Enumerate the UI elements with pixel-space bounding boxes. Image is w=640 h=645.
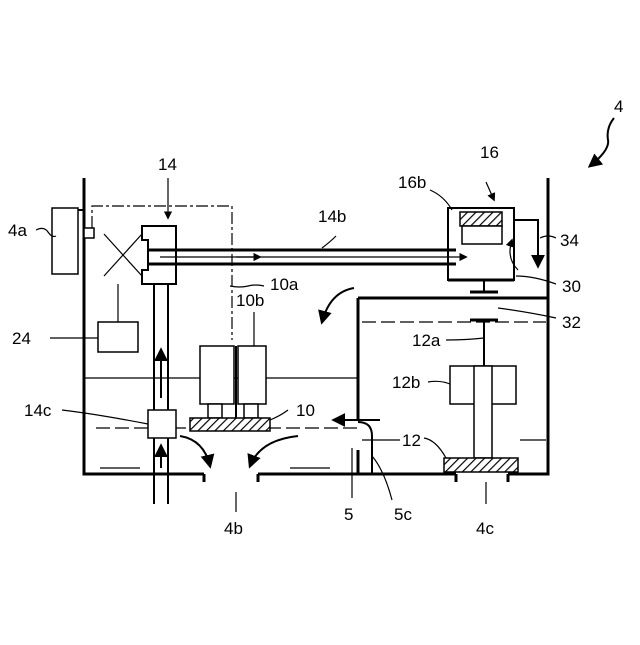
label-4b: 4b (224, 519, 243, 538)
label-12: 12 (402, 431, 421, 450)
label-4c: 4c (476, 519, 494, 538)
head-16 (448, 208, 538, 280)
label-10: 10 (296, 401, 315, 420)
pipe-14b (148, 250, 466, 264)
label-12b: 12b (392, 373, 420, 392)
label-5c: 5c (394, 505, 412, 524)
label-14c: 14c (24, 401, 52, 420)
label-16: 16 (480, 143, 499, 162)
reference-labels: 4 4a 14 14b 16 16b 34 10a 10b 30 32 24 1… (8, 97, 623, 538)
label-10a: 10a (270, 275, 299, 294)
label-5: 5 (344, 505, 353, 524)
tank-pointer-arrow (590, 118, 614, 166)
label-32: 32 (562, 313, 581, 332)
label-14: 14 (158, 155, 177, 174)
label-4: 4 (614, 97, 623, 116)
label-12a: 12a (412, 331, 441, 350)
label-34: 34 (560, 231, 579, 250)
vent-4a (52, 208, 94, 274)
label-30: 30 (562, 277, 581, 296)
label-4a: 4a (8, 221, 27, 240)
valve-14 (104, 226, 176, 284)
label-16b: 16b (398, 173, 426, 192)
pump-14c (148, 410, 176, 438)
label-14b: 14b (318, 207, 346, 226)
controller-24 (98, 284, 138, 352)
label-24: 24 (12, 329, 31, 348)
heater-assembly (190, 346, 270, 431)
label-10b: 10b (236, 291, 264, 310)
